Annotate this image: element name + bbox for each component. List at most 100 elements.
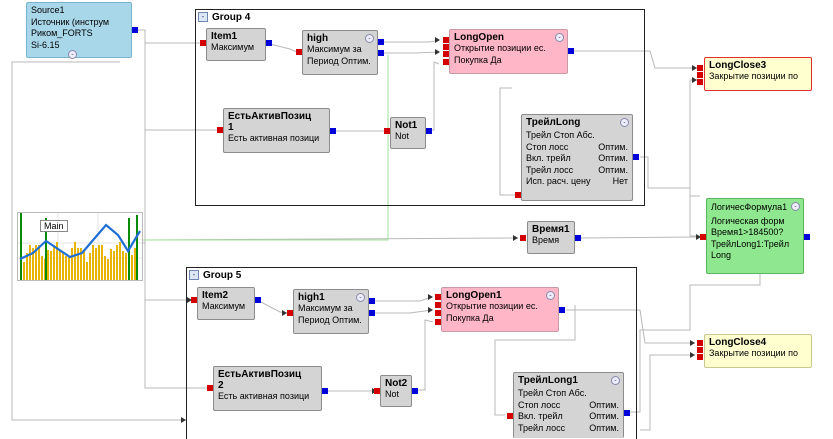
wire-arrow [435, 49, 440, 55]
input-pin[interactable] [435, 319, 441, 325]
chart-preview-bar [38, 245, 40, 280]
input-pin[interactable] [697, 354, 703, 360]
node-line: Закрытие позиции по [709, 71, 799, 81]
node-title: Item2 [202, 290, 229, 301]
node-item1[interactable]: Item1 Максимум [206, 28, 266, 61]
node-high[interactable]: high ⌄ Максимум за Период Оптим. [302, 30, 378, 75]
wire [144, 243, 192, 301]
output-pin[interactable] [624, 410, 630, 416]
group-header: - Group 4 [198, 11, 250, 23]
node-time1[interactable]: Время1 Время [527, 221, 575, 254]
wire [499, 87, 516, 196]
wire [579, 236, 701, 239]
output-pin[interactable] [330, 128, 336, 134]
chart-preview-node[interactable]: Main [17, 212, 143, 281]
output-pin[interactable] [633, 154, 639, 160]
wire [640, 156, 700, 237]
input-pin[interactable] [191, 297, 197, 303]
input-pin[interactable] [515, 192, 521, 198]
node-longopen1[interactable]: LongOpen1 ⌄ Открытие позиции ес. Покупка… [441, 287, 559, 332]
input-pin[interactable] [443, 37, 449, 43]
node-title: Not2 [385, 378, 408, 389]
expand-icon[interactable]: ⌄ [356, 293, 365, 302]
node-high1[interactable]: high1 ⌄ Максимум за Период Оптим. [293, 289, 369, 334]
input-pin[interactable] [207, 385, 213, 391]
chart-preview-bar [32, 248, 34, 280]
node-title: LongClose3 [709, 60, 767, 71]
node-item2[interactable]: Item2 Максимум [197, 287, 255, 320]
node-longclose3[interactable]: LongClose3 Закрытие позиции по [704, 57, 812, 91]
output-pin[interactable] [568, 48, 574, 54]
input-pin[interactable] [435, 310, 441, 316]
node-logic-formula1[interactable]: ЛогичесФормула1 ⌄ Логическая форм Время1… [706, 198, 804, 274]
output-pin[interactable] [575, 235, 581, 241]
collapse-button[interactable]: - [198, 12, 208, 22]
node-source1[interactable]: Source1 Источник (инструм Риком_FORTS Si… [26, 2, 132, 59]
wire [689, 79, 700, 197]
input-pin[interactable] [374, 388, 380, 394]
output-pin[interactable] [559, 307, 565, 313]
input-pin[interactable] [697, 72, 703, 78]
input-pin[interactable] [697, 79, 703, 85]
node-active-position-1[interactable]: ЕстьАктивПозиц 1 Есть активная позици [223, 108, 330, 153]
output-pin[interactable] [426, 128, 432, 134]
collapse-button[interactable]: - [189, 270, 199, 280]
output-pin[interactable] [369, 310, 375, 316]
output-pin[interactable] [132, 27, 138, 33]
chart-title-label: Main [40, 220, 68, 232]
node-not1[interactable]: Not1 Not [390, 117, 426, 149]
output-pin[interactable] [255, 297, 261, 303]
node-longopen[interactable]: LongOpen ⌄ Открытие позиции ес. Покупка … [449, 29, 568, 74]
input-pin[interactable] [217, 127, 223, 133]
input-pin[interactable] [443, 44, 449, 50]
group-5[interactable]: - Group 5 [186, 267, 637, 439]
expand-icon[interactable]: ⌄ [546, 291, 555, 300]
input-pin[interactable] [435, 302, 441, 308]
output-pin[interactable] [369, 298, 375, 304]
expand-icon[interactable]: ⌄ [555, 33, 564, 42]
output-pin[interactable] [266, 40, 272, 46]
chart-preview-bar [98, 245, 100, 280]
chart-preview-bar [116, 245, 118, 280]
output-pin[interactable] [378, 39, 384, 45]
input-pin[interactable] [443, 51, 449, 57]
expand-icon[interactable]: ⌄ [68, 50, 77, 59]
output-pin[interactable] [378, 50, 384, 56]
node-title: LongClose4 [709, 337, 767, 348]
input-pin[interactable] [200, 40, 206, 46]
input-pin[interactable] [435, 294, 441, 300]
wire [144, 300, 208, 389]
input-pin[interactable] [520, 235, 526, 241]
input-pin[interactable] [697, 65, 703, 71]
input-pin[interactable] [507, 413, 513, 419]
node-subtitle: Трейл Стоп Абс. [518, 388, 587, 398]
input-pin[interactable] [296, 49, 302, 55]
input-pin[interactable] [287, 310, 293, 316]
expand-icon[interactable]: ⌄ [620, 118, 629, 127]
node-line: Есть активная позици [218, 391, 310, 401]
node-title: high1 [298, 292, 325, 303]
wire-arrow [513, 235, 518, 241]
expand-icon[interactable]: ⌄ [791, 202, 800, 211]
input-pin[interactable] [697, 340, 703, 346]
input-pin[interactable] [697, 347, 703, 353]
group-header: - Group 5 [189, 269, 241, 281]
wire [136, 29, 200, 44]
chart-preview-bar [80, 248, 82, 280]
group-4[interactable]: - Group 4 [195, 9, 645, 206]
output-pin[interactable] [412, 388, 418, 394]
expand-icon[interactable]: ⌄ [611, 376, 620, 385]
output-pin[interactable] [804, 234, 810, 240]
node-longclose4[interactable]: LongClose4 Закрытие позиции по [704, 334, 812, 368]
input-pin[interactable] [384, 128, 390, 134]
output-pin[interactable] [322, 388, 328, 394]
node-active-position-2[interactable]: ЕстьАктивПозиц 2 Есть активная позици [213, 366, 322, 411]
node-not2[interactable]: Not2 Not [380, 375, 412, 407]
input-pin[interactable] [700, 234, 706, 240]
wire-arrow [428, 294, 433, 300]
input-pin[interactable] [443, 59, 449, 65]
expand-icon[interactable]: ⌄ [365, 34, 374, 43]
